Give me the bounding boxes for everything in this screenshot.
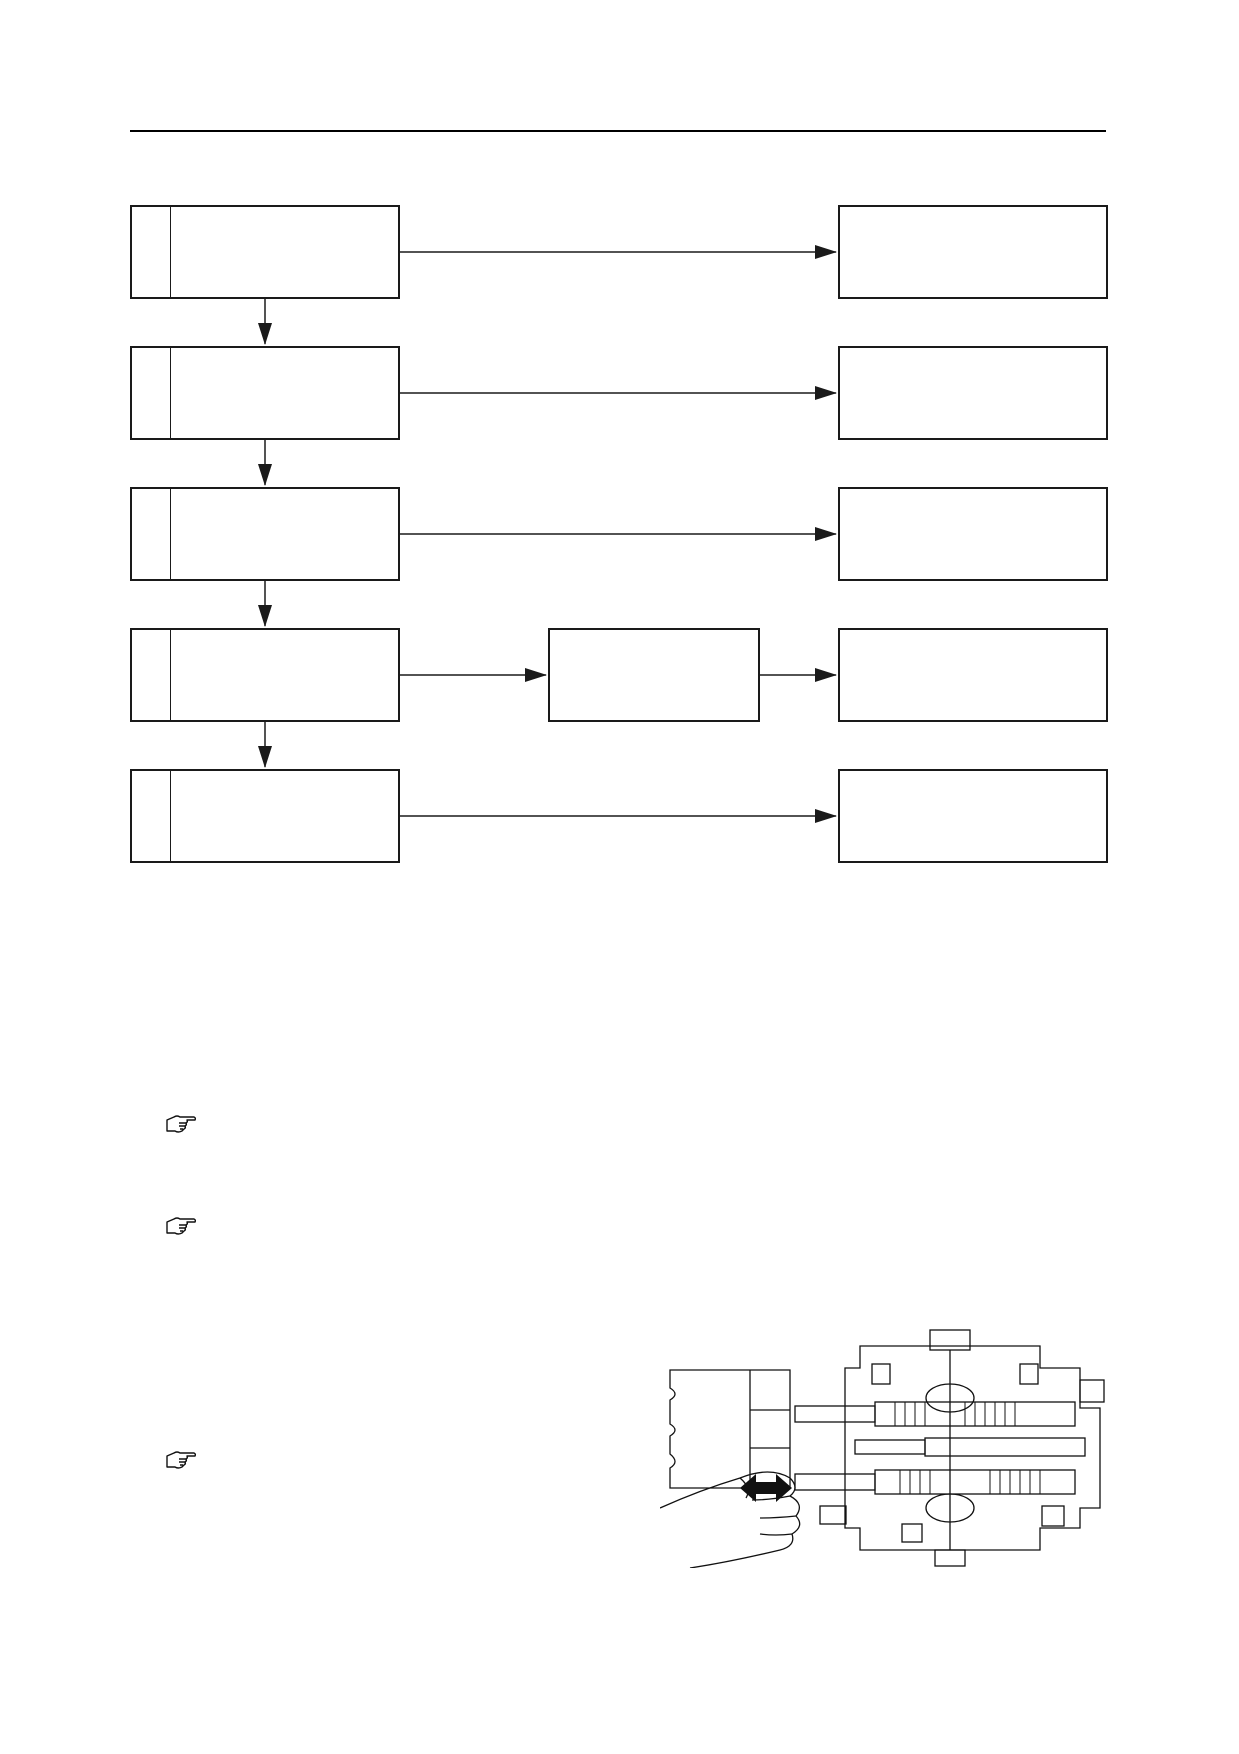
flow-step-5 [130, 769, 400, 863]
control-valve-spool-illustration [660, 1329, 1105, 1568]
flow-step-1 [130, 205, 400, 299]
flow-step-3 [130, 487, 400, 581]
flow-step-4 [130, 628, 400, 722]
flow-result-3 [838, 487, 1108, 581]
step-number-column [170, 207, 171, 297]
flow-result-5 [838, 769, 1108, 863]
step-number-column [170, 771, 171, 861]
flow-intermediate-step [548, 628, 760, 722]
step-number-column [170, 489, 171, 579]
pointing-hand-icon [166, 1217, 196, 1235]
flow-result-4 [838, 628, 1108, 722]
flow-result-1 [838, 205, 1108, 299]
flow-result-2 [838, 346, 1108, 440]
pointing-hand-icon [166, 1451, 196, 1469]
flow-step-2 [130, 346, 400, 440]
step-number-column [170, 348, 171, 438]
header-rule [130, 130, 1106, 132]
pointing-hand-icon [166, 1115, 196, 1133]
step-number-column [170, 630, 171, 720]
